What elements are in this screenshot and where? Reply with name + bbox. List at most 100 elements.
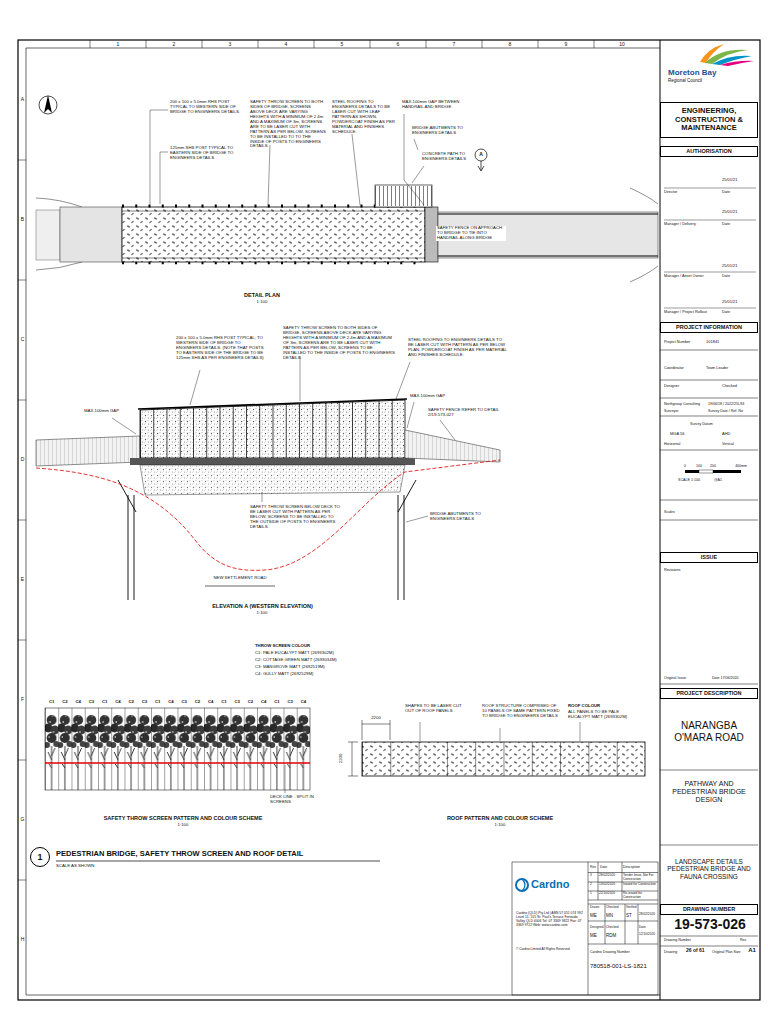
leader-line <box>160 152 168 204</box>
leader-line <box>268 145 270 205</box>
title-block-text: 100 <box>693 464 705 468</box>
callout-note: SAFETY FENCE REFER TO DETAIL 2/19-573-02… <box>428 408 500 418</box>
callout-note: CONCRETE PATH TO ENGINEERS DETAILS <box>422 152 472 162</box>
title-block-text: Original Issue <box>664 676 704 680</box>
title-block-text: Manager / Asset Owner <box>664 274 719 278</box>
revision-cell: Description <box>623 866 658 870</box>
colour-code: C4 <box>72 700 85 705</box>
grid-letter: B <box>19 217 26 223</box>
grid-number: 4 <box>281 42 291 48</box>
colour-code: C4 <box>204 700 217 705</box>
title-block-text: Original Plan Size <box>712 950 746 954</box>
title-block-text: 25/01/21 <box>722 178 758 183</box>
callout-note: SHAPES TO BE LASER CUT OUT OF ROOF PANEL… <box>405 704 467 714</box>
revision-cell: Checked <box>606 926 624 930</box>
title-block-line <box>660 350 758 946</box>
concrete-path <box>375 185 432 207</box>
callout-note: STEEL ROOFING TO ENGINEERS DETAILS TO BE… <box>408 338 508 358</box>
revision-cell: Issued for Construction <box>623 883 658 887</box>
grid-number: 1 <box>113 42 123 48</box>
callout-note: 200 x 100 x 5.0mm RHS POST TYPICAL TO WE… <box>170 100 242 115</box>
roof-line <box>138 399 407 409</box>
screen-posts <box>140 400 405 458</box>
title-block-text: 101841 <box>706 340 746 345</box>
callout-note: ROOF COLOUR <box>568 704 640 709</box>
grid-number: 6 <box>393 42 403 48</box>
handrail <box>122 211 425 258</box>
grid-ticks <box>18 160 26 880</box>
leader-line <box>190 370 200 405</box>
title-block-text: 25/01/21 <box>722 300 758 305</box>
approach-fence <box>36 436 140 466</box>
title-block-text: Date 17/06/2020 <box>712 676 758 680</box>
leader-line <box>580 722 581 741</box>
title-block-text: Checked <box>722 384 752 388</box>
scale-note: 1:100 <box>450 823 550 828</box>
grid-number: 2 <box>169 42 179 48</box>
title-block-text: NARANGBA O'MARA ROAD <box>662 720 756 743</box>
revision-cell: 3 <box>590 874 599 878</box>
grid-ticks <box>90 40 594 48</box>
title-block-header: DRAWING NUMBER <box>660 904 758 915</box>
revision-cell: MN <box>606 913 624 918</box>
council-logo-text: Moreton Bay <box>668 68 748 77</box>
title-block-text: AHD <box>722 432 752 437</box>
consultant-logo <box>516 879 528 891</box>
consultant-logo-text: Cardno <box>531 878 586 891</box>
title-block-header: ISSUE <box>660 552 758 563</box>
node-text: PROJECT DESCRIPTION <box>674 690 743 696</box>
sheet-border <box>18 40 760 1000</box>
scale-bar <box>699 470 713 473</box>
callout-note: MAX.100mm GAP <box>84 409 134 414</box>
title-block-header: AUTHORISATION <box>660 146 758 157</box>
title-block-text: Survey Datum <box>690 422 730 426</box>
title-block-header: PROJECT DESCRIPTION <box>660 688 758 699</box>
revision-cell: ME <box>590 913 605 918</box>
grid-frame <box>26 48 660 995</box>
revision-cell: 28/02/2020 <box>599 874 622 878</box>
callout-note: SAFETY THROW SCREEN BELOW DECK TO BE LAS… <box>250 505 342 530</box>
title-block-text: Team Leader <box>706 366 746 370</box>
section-marker <box>475 149 487 161</box>
leader-line <box>285 765 286 793</box>
sheet-frame <box>18 40 760 1000</box>
title-block-text: Drawing <box>664 950 686 954</box>
title-block-text: Rev <box>740 938 756 942</box>
colour-code: C1 <box>270 700 283 705</box>
node-text: ENGINEERING, CONSTRUCTION & MAINTENANCE <box>661 107 757 133</box>
grid-number: 3 <box>225 42 235 48</box>
revision-cell: 1 <box>590 892 599 896</box>
title-block-text: Horizontal <box>664 442 704 446</box>
title-block-text: PATHWAY AND PEDESTRIAN BRIDGE DESIGN <box>662 780 756 804</box>
leader-line <box>150 110 168 204</box>
leader-line <box>352 134 360 205</box>
grid-letter: H <box>19 937 26 943</box>
bridge-pier <box>118 480 416 600</box>
consultant-logo <box>522 879 525 891</box>
colour-code: C2 <box>125 700 138 705</box>
colour-code: C2 <box>58 700 71 705</box>
approach-deck <box>60 207 122 262</box>
node-text: 1 <box>35 852 44 862</box>
title-block-text: @A1 <box>708 478 728 482</box>
callout-note: NEW SETTLEMENT ROAD <box>205 576 275 581</box>
grid-letter: F <box>19 697 26 703</box>
colour-code: C2 <box>244 700 257 705</box>
revision-cell: 22/10/2020 <box>599 892 622 896</box>
title-block-text: Date <box>722 274 752 278</box>
callout-note: DECK LINE - SPLIT IN SCREENS <box>270 795 330 805</box>
safety-fence <box>405 430 500 462</box>
roof-joints <box>362 742 645 776</box>
view-title: DETAIL PLAN <box>212 292 312 298</box>
callout-note: ALL PANELS TO BE PALE EUCALYPT MATT (269… <box>568 710 640 720</box>
roof-panels <box>362 742 645 776</box>
leader-lines <box>420 722 580 741</box>
scale-note: 1:100 <box>212 300 312 305</box>
road-surface <box>205 586 275 587</box>
title-block-text: Date <box>722 190 752 194</box>
bridge-roof-plan <box>122 207 425 262</box>
throw-screen-pattern <box>45 708 310 793</box>
revision-cell: Checked <box>606 906 624 910</box>
title-block-text: Drawing Number <box>664 938 714 942</box>
leader-line <box>396 362 410 399</box>
